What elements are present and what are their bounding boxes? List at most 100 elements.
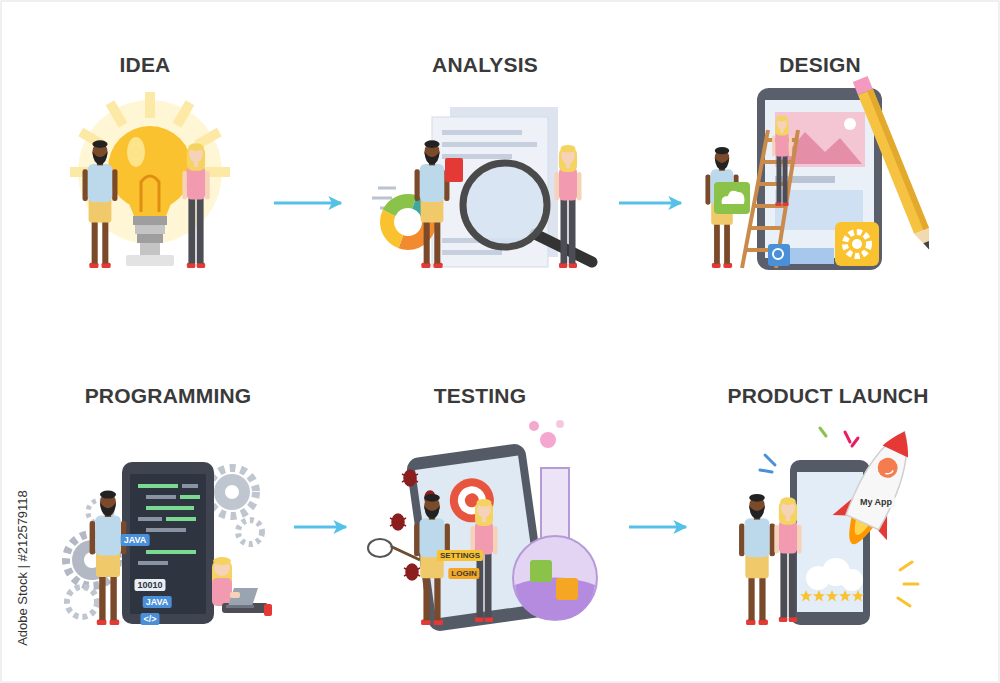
illustration-part [852, 438, 858, 446]
gear-icon [835, 222, 879, 266]
illustration-part [390, 518, 406, 526]
illustration-part [141, 176, 159, 212]
illustration-part [67, 587, 97, 617]
code-badge: JAVA [143, 596, 172, 608]
illustration-part [135, 225, 165, 234]
flow-arrow [294, 526, 346, 529]
label-holder: </> [140, 608, 159, 626]
label-holder: SETTINGS [437, 544, 483, 562]
illustration-part [858, 89, 929, 234]
rating-stars [800, 590, 864, 601]
stage-group: IDEA [40, 45, 270, 275]
illustration-part [182, 484, 198, 488]
title-holder: PROGRAMMING [85, 384, 252, 408]
illustration-part [245, 527, 255, 537]
illustration-part [137, 234, 163, 243]
stage-group: DESIGN [685, 45, 950, 275]
illustration-part [404, 568, 420, 576]
illustration-part [867, 89, 929, 230]
illustration-part [773, 249, 783, 259]
illustration-part [238, 520, 262, 544]
illustration-part [556, 578, 578, 600]
illustration-part [138, 517, 162, 521]
code-lines [138, 484, 200, 565]
code-badge: </> [140, 613, 159, 625]
illustration-part [722, 191, 745, 204]
illustration-part [146, 528, 186, 532]
illustration-part [754, 204, 787, 208]
illustration-part [126, 196, 174, 216]
stage-group: PRODUCT LAUNCH [690, 375, 970, 630]
illustration-part [923, 241, 932, 251]
illustration-part [555, 145, 582, 268]
label-holder: My App [857, 491, 895, 509]
title-holder: DESIGN [779, 53, 861, 77]
flask [513, 420, 597, 620]
illustration-part [529, 421, 539, 431]
illustration-part [138, 484, 178, 488]
stage-title: DESIGN [779, 53, 861, 76]
illustration-part [76, 596, 88, 608]
stage-title: ANALYSIS [432, 53, 538, 76]
stage-title: TESTING [434, 384, 526, 407]
illustration-part [106, 100, 128, 128]
label-holder: Adobe Stock | #212579118 [13, 487, 31, 649]
stage-group: ANALYSIS [345, 45, 615, 275]
bug-net [368, 539, 392, 557]
illustration-part [225, 485, 239, 499]
app-name: My App [857, 496, 895, 508]
illustration-part [230, 592, 240, 598]
idea-illustration [70, 92, 230, 268]
sitting-woman [212, 557, 272, 616]
phone [757, 88, 882, 270]
label-holder: LOGIN [448, 562, 479, 580]
illustration-part [415, 140, 450, 268]
illustration-part [146, 506, 194, 510]
illustration-part [898, 598, 910, 606]
illustration-part [83, 140, 118, 268]
title-holder: TESTING [434, 384, 526, 408]
launch-illustration [739, 419, 932, 625]
screen-button: SETTINGS [437, 550, 483, 561]
illustration-part [844, 118, 856, 130]
label-holder: 10010 [134, 574, 165, 592]
illustration-part [214, 474, 250, 510]
illustration-part [790, 248, 834, 264]
illustration-part [442, 130, 522, 135]
illustration-part [212, 578, 232, 606]
illustration-part [852, 590, 864, 601]
illustration-part [845, 423, 922, 530]
illustration-part [874, 455, 901, 482]
screen-button: LOGIN [448, 568, 479, 579]
illustration-part [774, 497, 801, 622]
illustration-part [800, 590, 812, 601]
illustration-part [146, 550, 196, 554]
connectors [274, 203, 686, 527]
code-badge: JAVA [121, 534, 150, 546]
clouds [806, 558, 863, 591]
illustration-part [208, 468, 256, 516]
illustration-part [900, 562, 912, 570]
title-holder: ANALYSIS [432, 53, 538, 77]
illustration-part [378, 187, 396, 190]
watermark: Adobe Stock | #212579118 [16, 487, 31, 649]
search-icon [768, 244, 790, 266]
illustration-part [173, 100, 195, 128]
illustration-part [841, 569, 863, 591]
flow-arrow [629, 526, 686, 529]
illustration-part [556, 420, 564, 428]
stage-title: PRODUCT LAUNCH [727, 384, 928, 407]
illustration-part [402, 474, 418, 482]
illustration-part [402, 474, 418, 482]
illustration-part [133, 216, 167, 225]
label-holder: JAVA [121, 529, 150, 547]
illustration-part [442, 142, 537, 147]
laptop [228, 588, 258, 606]
illustration-part [739, 494, 775, 625]
illustration-part [226, 605, 254, 608]
illustration-part [442, 250, 502, 255]
illustration-part [826, 590, 838, 601]
code-badge: 10010 [134, 579, 165, 591]
